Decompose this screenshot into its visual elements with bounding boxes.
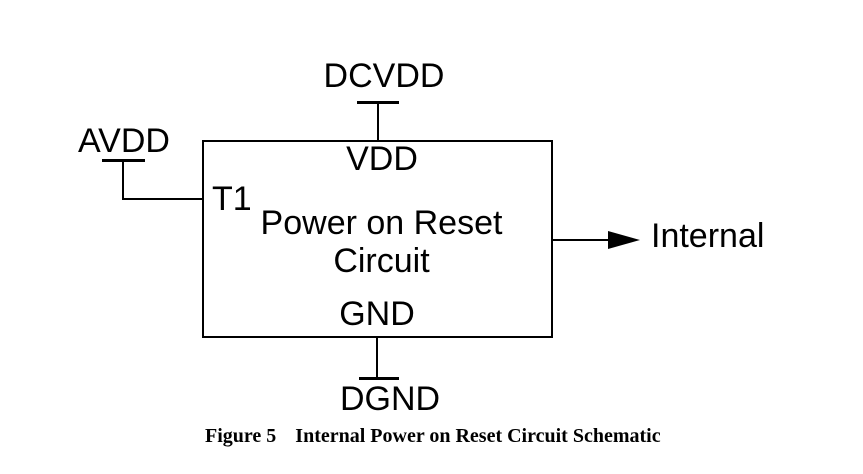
por-block [202, 140, 553, 338]
por-block-title-line2: Circuit [333, 242, 430, 280]
net-label-avdd: AVDD [78, 122, 170, 160]
power-rail-bar [102, 159, 145, 162]
wire-avdd-to-t1 [122, 198, 204, 200]
pin-label-t1: T1 [212, 180, 252, 218]
pin-label-gnd: GND [339, 295, 415, 333]
power-rail-stem [377, 103, 379, 142]
figure-caption: Figure 5 Internal Power on Reset Circuit… [205, 425, 661, 447]
power-rail-stem [122, 161, 124, 200]
figure-caption-label: Figure 5 [205, 425, 277, 447]
net-label-dcvdd: DCVDD [323, 57, 445, 95]
por-block-title: Power on Reset Circuit [206, 204, 557, 280]
arrow-right-icon [608, 231, 640, 249]
power-rail-bar [357, 101, 399, 104]
por-block-title-line1: Power on Reset [260, 204, 503, 242]
pin-label-vdd: VDD [346, 140, 418, 178]
ground-bar [359, 377, 399, 380]
ground-stem [376, 338, 378, 378]
net-label-dgnd: DGND [339, 380, 441, 418]
figure-caption-title: Internal Power on Reset Circuit Schemati… [295, 425, 661, 447]
net-label-internal: Internal [651, 217, 765, 255]
arrow-line [553, 239, 610, 241]
